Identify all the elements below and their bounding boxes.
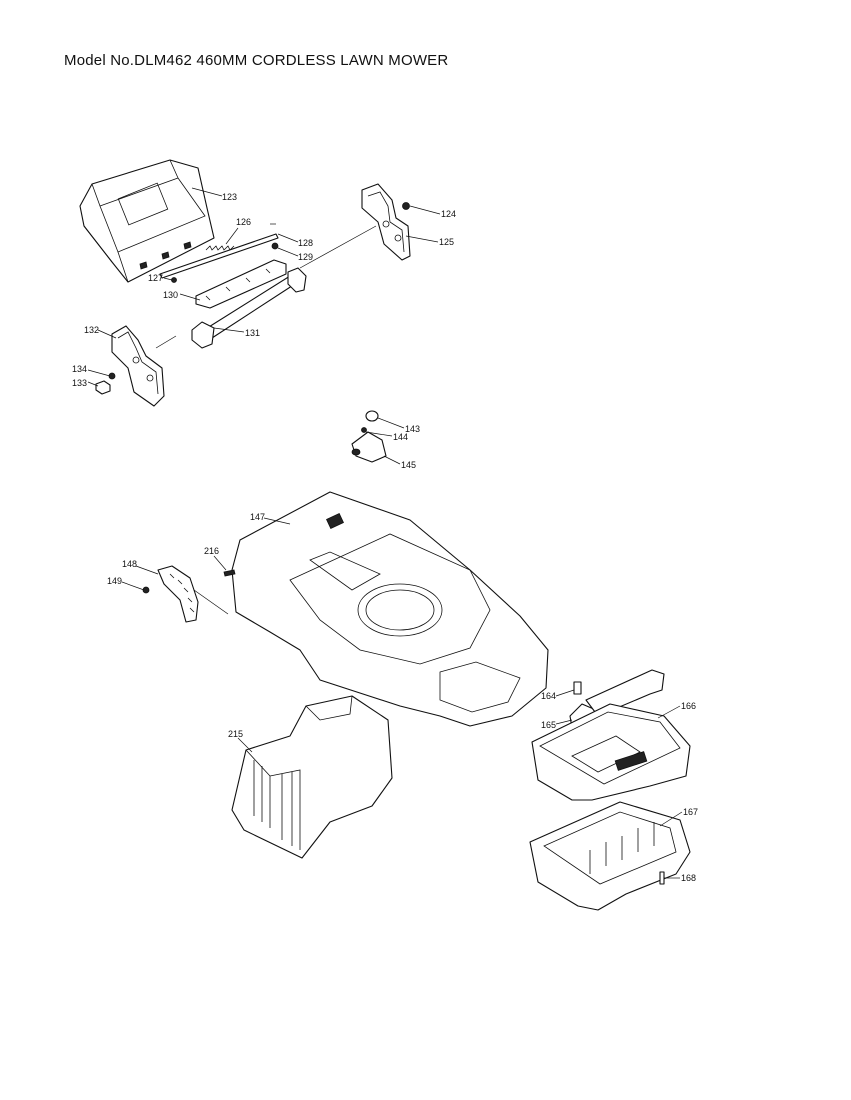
part-167-housing bbox=[529, 801, 691, 911]
part-123-cover bbox=[79, 159, 215, 283]
callout-128: 128 bbox=[298, 238, 313, 248]
callout-216: 216 bbox=[204, 546, 219, 556]
part-126-spring bbox=[205, 245, 235, 251]
callout-148: 148 bbox=[122, 559, 137, 569]
part-216-screw bbox=[223, 569, 236, 577]
callout-leaders bbox=[87, 187, 683, 879]
callout-126: 126 bbox=[236, 217, 251, 227]
part-215-chute bbox=[231, 695, 393, 859]
callout-125: 125 bbox=[439, 237, 454, 247]
callout-165: 165 bbox=[541, 720, 556, 730]
part-133-nut bbox=[95, 380, 111, 395]
callout-130: 130 bbox=[163, 290, 178, 300]
part-145-lever bbox=[351, 431, 387, 463]
callout-124: 124 bbox=[441, 209, 456, 219]
callout-127: 127 bbox=[148, 273, 163, 283]
part-127-screw bbox=[171, 277, 177, 283]
hinge-rod bbox=[159, 233, 279, 279]
callout-134: 134 bbox=[72, 364, 87, 374]
callout-labels: 123 124 125 126 127 128 129 130 131 132 … bbox=[72, 192, 698, 883]
part-129-nut bbox=[271, 242, 279, 250]
callout-166: 166 bbox=[681, 701, 696, 711]
callout-167: 167 bbox=[683, 807, 698, 817]
part-124-bolt bbox=[402, 202, 410, 210]
part-164-screw bbox=[573, 681, 582, 695]
part-166-battery-cover bbox=[531, 703, 691, 801]
callout-164: 164 bbox=[541, 691, 556, 701]
callout-168: 168 bbox=[681, 873, 696, 883]
part-125-bracket bbox=[361, 183, 411, 261]
callout-149: 149 bbox=[107, 576, 122, 586]
part-144-screw bbox=[361, 427, 367, 433]
callout-144: 144 bbox=[393, 432, 408, 442]
callout-215: 215 bbox=[228, 729, 243, 739]
callout-133: 133 bbox=[72, 378, 87, 388]
callout-145: 145 bbox=[401, 460, 416, 470]
callout-131: 131 bbox=[245, 328, 260, 338]
callout-132: 132 bbox=[84, 325, 99, 335]
part-132-bracket bbox=[111, 325, 165, 407]
part-168-screw bbox=[659, 871, 665, 885]
callout-147: 147 bbox=[250, 512, 265, 522]
callout-143: 143 bbox=[405, 424, 420, 434]
part-130-plate bbox=[195, 259, 287, 309]
part-143-cap bbox=[365, 410, 379, 422]
assembly-guides bbox=[155, 225, 377, 615]
part-147-deck bbox=[231, 491, 549, 727]
page-title: Model No.DLM462 460MM CORDLESS LAWN MOWE… bbox=[64, 52, 449, 69]
part-148-adjuster bbox=[157, 565, 199, 623]
callout-129: 129 bbox=[298, 252, 313, 262]
part-131-bar bbox=[191, 267, 307, 349]
callout-123: 123 bbox=[222, 192, 237, 202]
